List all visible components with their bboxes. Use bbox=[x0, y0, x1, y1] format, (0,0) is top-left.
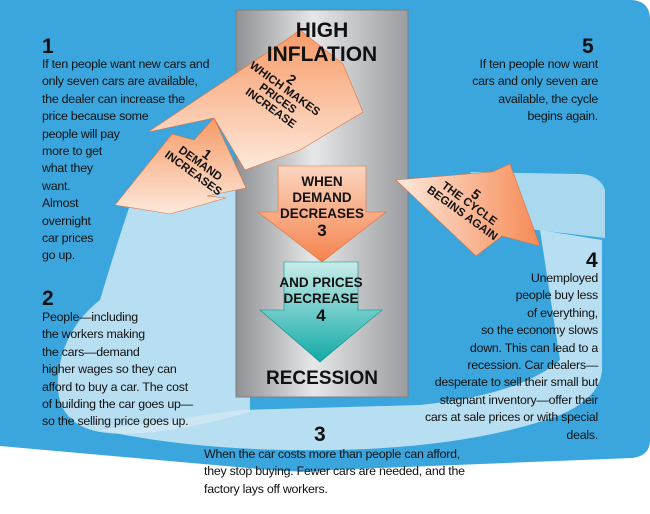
arrow-cycle-begins bbox=[395, 163, 541, 257]
arrow4-label: AND PRICES DECREASE 4 bbox=[279, 275, 363, 325]
step2-text: People—including the workers making the … bbox=[42, 310, 193, 429]
step3-number: 3 bbox=[314, 423, 326, 446]
step1-text: If ten people want new cars and only sev… bbox=[42, 57, 210, 263]
cycle-loop-band bbox=[57, 178, 250, 434]
arrow-prices-increase bbox=[147, 29, 364, 171]
arrow3-label: WHEN DEMAND DECREASES 3 bbox=[280, 174, 365, 240]
arrow-demand-decreases bbox=[257, 165, 387, 263]
step3-text: When the car costs more than people can … bbox=[204, 447, 465, 496]
step1-number: 1 bbox=[42, 35, 54, 58]
column-bottom-label: RECESSION bbox=[266, 368, 378, 389]
arrow-demand-increases bbox=[114, 117, 247, 215]
arrow-prices-decrease bbox=[259, 261, 383, 363]
step5-number: 5 bbox=[582, 35, 594, 58]
column-top-label: HIGH INFLATION bbox=[266, 19, 378, 66]
step2-number: 2 bbox=[42, 287, 54, 310]
step4-number: 4 bbox=[586, 249, 598, 272]
step4-text: Unemployed people buy less of everything… bbox=[424, 271, 598, 442]
step5-text: If ten people now want cars and only sev… bbox=[472, 57, 598, 124]
cycle-loop-band-lower bbox=[100, 230, 602, 451]
